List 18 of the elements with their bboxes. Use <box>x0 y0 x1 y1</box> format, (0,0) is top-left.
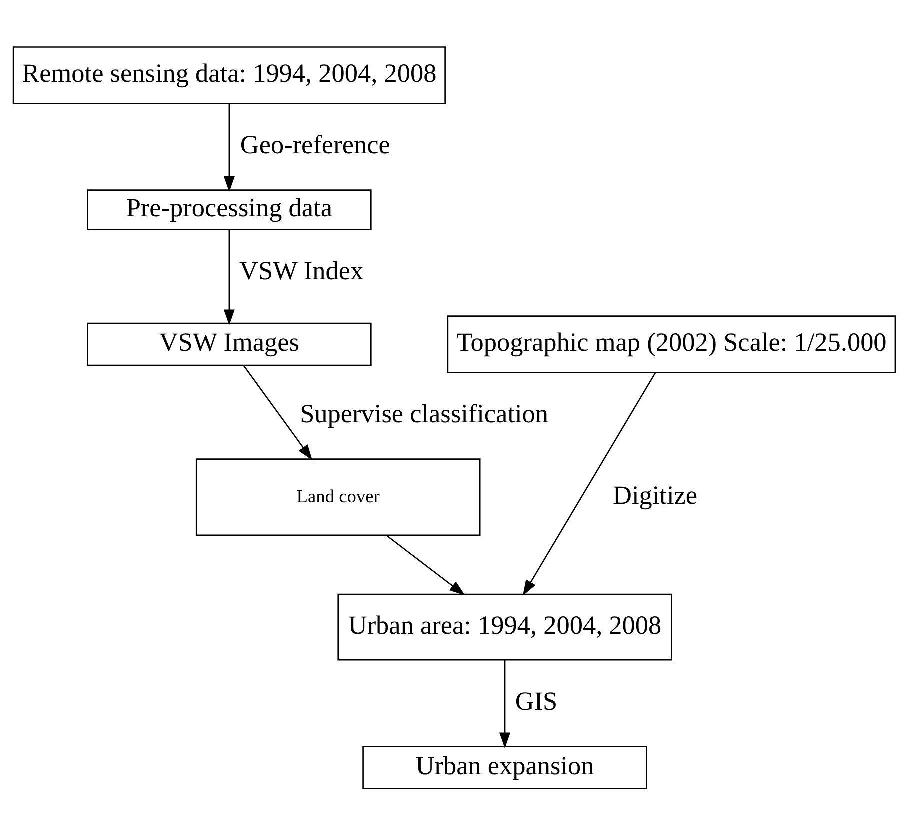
edge-label: Supervise classification <box>300 399 549 428</box>
edge-label: VSW Index <box>240 256 364 286</box>
edge-label: Geo-reference <box>240 130 390 160</box>
arrow <box>386 534 466 596</box>
arrow <box>522 372 656 596</box>
node-box: Urban expansion <box>362 746 648 789</box>
node-box: Land cover <box>196 458 481 536</box>
node-box: Remote sensing data: 1994, 2004, 2008 <box>12 46 446 104</box>
arrow <box>224 104 235 192</box>
arrow <box>500 660 511 748</box>
node-box: Topographic map (2002) Scale: 1/25.000 <box>447 315 896 373</box>
edge-label: Digitize <box>613 480 698 510</box>
arrow <box>244 365 313 460</box>
node-box: Pre-processing data <box>87 189 372 230</box>
arrow <box>224 230 235 325</box>
node-box: VSW Images <box>87 322 372 366</box>
edge-label: GIS <box>515 686 558 716</box>
node-box: Urban area: 1994, 2004, 2008 <box>338 593 672 660</box>
